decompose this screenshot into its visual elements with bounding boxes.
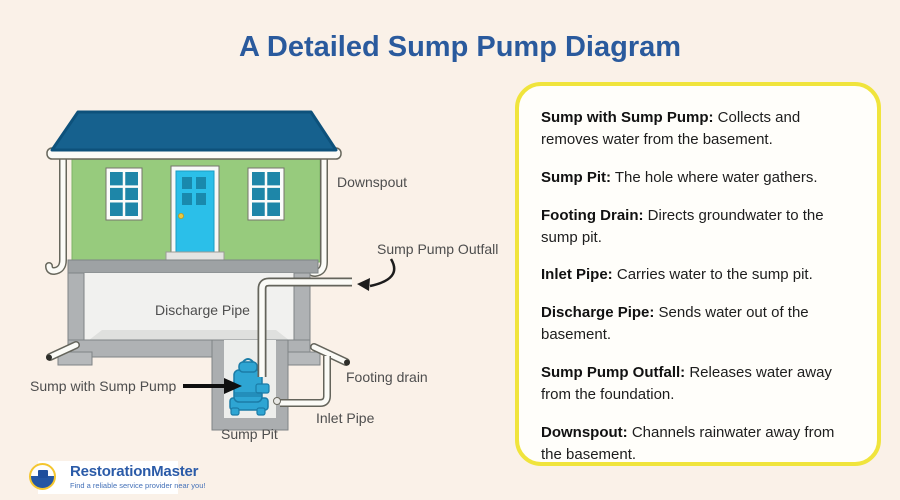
footing-block-right (287, 351, 321, 366)
label-sump-with-sump-pump: Sump with Sump Pump (30, 378, 177, 394)
label-inlet-pipe: Inlet Pipe (316, 410, 375, 426)
inlet-pipe-run (273, 356, 331, 407)
definition-item: Sump with Sump Pump: Collects and remove… (541, 107, 855, 151)
restorationmaster-logo-icon (29, 463, 56, 490)
definition-item: Discharge Pipe: Sends water out of the b… (541, 302, 855, 346)
window-right (247, 167, 285, 221)
label-sump-pump-outfall: Sump Pump Outfall (377, 241, 499, 257)
restorationmaster-logo: RestorationMaster Find a reliable servic… (29, 461, 205, 494)
door-knob (177, 212, 184, 219)
definition-item: Sump Pump Outfall: Releases water away f… (541, 362, 855, 406)
definition-term: Downspout: (541, 423, 628, 441)
pit-wall-fitting (273, 397, 281, 405)
front-door (170, 165, 220, 255)
label-sump-pit: Sump Pit (221, 426, 278, 442)
page-title: A Detailed Sump Pump Diagram (238, 31, 682, 63)
sump-pump-illustration (229, 358, 270, 416)
definition-item: Inlet Pipe: Carries water to the sump pi… (541, 264, 855, 286)
logo-house-glyph (38, 470, 48, 478)
label-discharge-pipe: Discharge Pipe (155, 302, 250, 318)
definition-desc: Channels rainwater away from the basemen… (541, 423, 835, 463)
definition-desc: Releases water away from the foundation. (541, 364, 832, 404)
outfall-curved-arrow-icon (357, 258, 396, 291)
definition-item: Sump Pit: The hole where water gathers. (541, 167, 855, 189)
definition-term: Sump with Sump Pump: (541, 109, 714, 126)
house-illustration (45, 110, 342, 278)
footing-drain-right-pipe (310, 343, 350, 366)
definition-term: Footing Drain: (541, 206, 644, 224)
footing-block-left (57, 351, 93, 366)
definition-term: Sump Pump Outfall: (541, 364, 686, 382)
definition-desc: Collects and removes water from the base… (541, 109, 801, 148)
discharge-pipe-run (257, 277, 352, 377)
footing-drain-left-pipe (46, 341, 80, 361)
definition-term: Sump Pit: (541, 168, 611, 186)
pump-pointer-arrow-icon (183, 378, 242, 394)
window-left (105, 167, 143, 221)
definition-desc: The hole where water gathers. (611, 168, 818, 186)
house-roof (50, 110, 338, 152)
definition-item: Footing Drain: Directs groundwater to th… (541, 205, 855, 249)
definition-term: Discharge Pipe: (541, 304, 655, 322)
logo-name: RestorationMaster (70, 463, 199, 480)
logo-tagline: Find a reliable service provider near yo… (70, 481, 206, 490)
label-downspout: Downspout (337, 174, 408, 190)
definition-desc: Directs groundwater to the sump pit. (541, 206, 824, 246)
definition-desc: Carries water to the sump pit. (612, 266, 813, 284)
label-footing-drain: Footing drain (346, 369, 428, 385)
definition-item: Downspout: Channels rainwater away from … (541, 422, 855, 466)
downspout-left-pipe (45, 146, 67, 276)
definition-term: Inlet Pipe: (541, 266, 613, 284)
basement-ceiling-band (67, 259, 319, 274)
definition-desc: Sends water out of the basement. (541, 304, 809, 344)
definitions-panel: Sump with Sump Pump: Collects and remove… (515, 82, 881, 466)
